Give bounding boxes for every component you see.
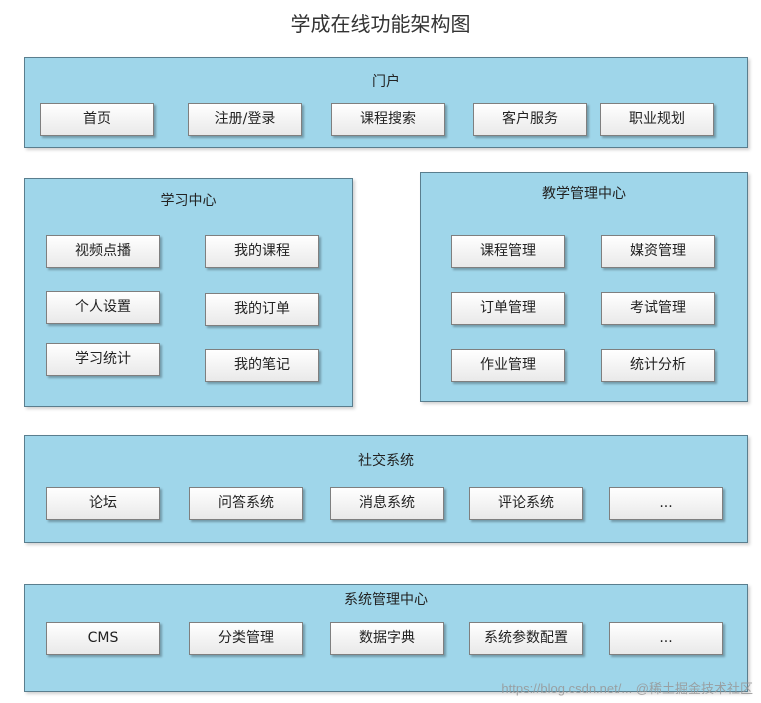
panel-teaching-center-title: 教学管理中心: [542, 186, 626, 202]
system-category-button[interactable]: 分类管理: [189, 622, 303, 655]
teaching-course-management-button[interactable]: 课程管理: [451, 235, 565, 268]
panel-portal-title: 门户: [372, 74, 400, 90]
teaching-statistics-analysis-button[interactable]: 统计分析: [601, 349, 715, 382]
panel-system-management-title: 系统管理中心: [344, 592, 428, 608]
watermark: https://blog.csdn.net/... @稀土掘金技术社区: [501, 681, 753, 696]
portal-customer-service-button[interactable]: 客户服务: [473, 103, 587, 136]
portal-course-search-button[interactable]: 课程搜索: [331, 103, 445, 136]
system-dictionary-button[interactable]: 数据字典: [330, 622, 444, 655]
portal-home-button[interactable]: 首页: [40, 103, 154, 136]
portal-career-planning-button[interactable]: 职业规划: [600, 103, 714, 136]
social-forum-button[interactable]: 论坛: [46, 487, 160, 520]
panel-learning-center: 学习中心 视频点播 我的课程 个人设置 我的订单 学习统计 我的笔记: [24, 178, 353, 407]
panel-learning-center-title: 学习中心: [160, 193, 217, 209]
panel-social-system-title: 社交系统: [358, 453, 414, 469]
system-parameters-button[interactable]: 系统参数配置: [469, 622, 583, 655]
learning-video-button[interactable]: 视频点播: [46, 235, 160, 268]
learning-my-orders-button[interactable]: 我的订单: [205, 293, 319, 326]
system-more-button[interactable]: ...: [609, 622, 723, 655]
teaching-media-management-button[interactable]: 媒资管理: [601, 235, 715, 268]
social-message-button[interactable]: 消息系统: [330, 487, 444, 520]
portal-register-login-button[interactable]: 注册/登录: [188, 103, 302, 136]
social-comment-button[interactable]: 评论系统: [469, 487, 583, 520]
system-cms-button[interactable]: CMS: [46, 622, 160, 655]
learning-my-notes-button[interactable]: 我的笔记: [205, 349, 319, 382]
diagram-title: 学成在线功能架构图: [290, 12, 471, 36]
learning-settings-button[interactable]: 个人设置: [46, 291, 160, 324]
social-qa-button[interactable]: 问答系统: [189, 487, 303, 520]
panel-system-management: 系统管理中心 CMS 分类管理 数据字典 系统参数配置 ...: [24, 584, 748, 692]
panel-teaching-center: 教学管理中心 课程管理 媒资管理 订单管理 考试管理 作业管理 统计分析: [420, 172, 748, 402]
panel-social-system: 社交系统 论坛 问答系统 消息系统 评论系统 ...: [24, 435, 748, 543]
learning-my-courses-button[interactable]: 我的课程: [205, 235, 319, 268]
teaching-order-management-button[interactable]: 订单管理: [451, 292, 565, 325]
panel-portal: 门户 首页 注册/登录 课程搜索 客户服务 职业规划: [24, 57, 748, 148]
social-more-button[interactable]: ...: [609, 487, 723, 520]
teaching-homework-management-button[interactable]: 作业管理: [451, 349, 565, 382]
learning-statistics-button[interactable]: 学习统计: [46, 343, 160, 376]
teaching-exam-management-button[interactable]: 考试管理: [601, 292, 715, 325]
